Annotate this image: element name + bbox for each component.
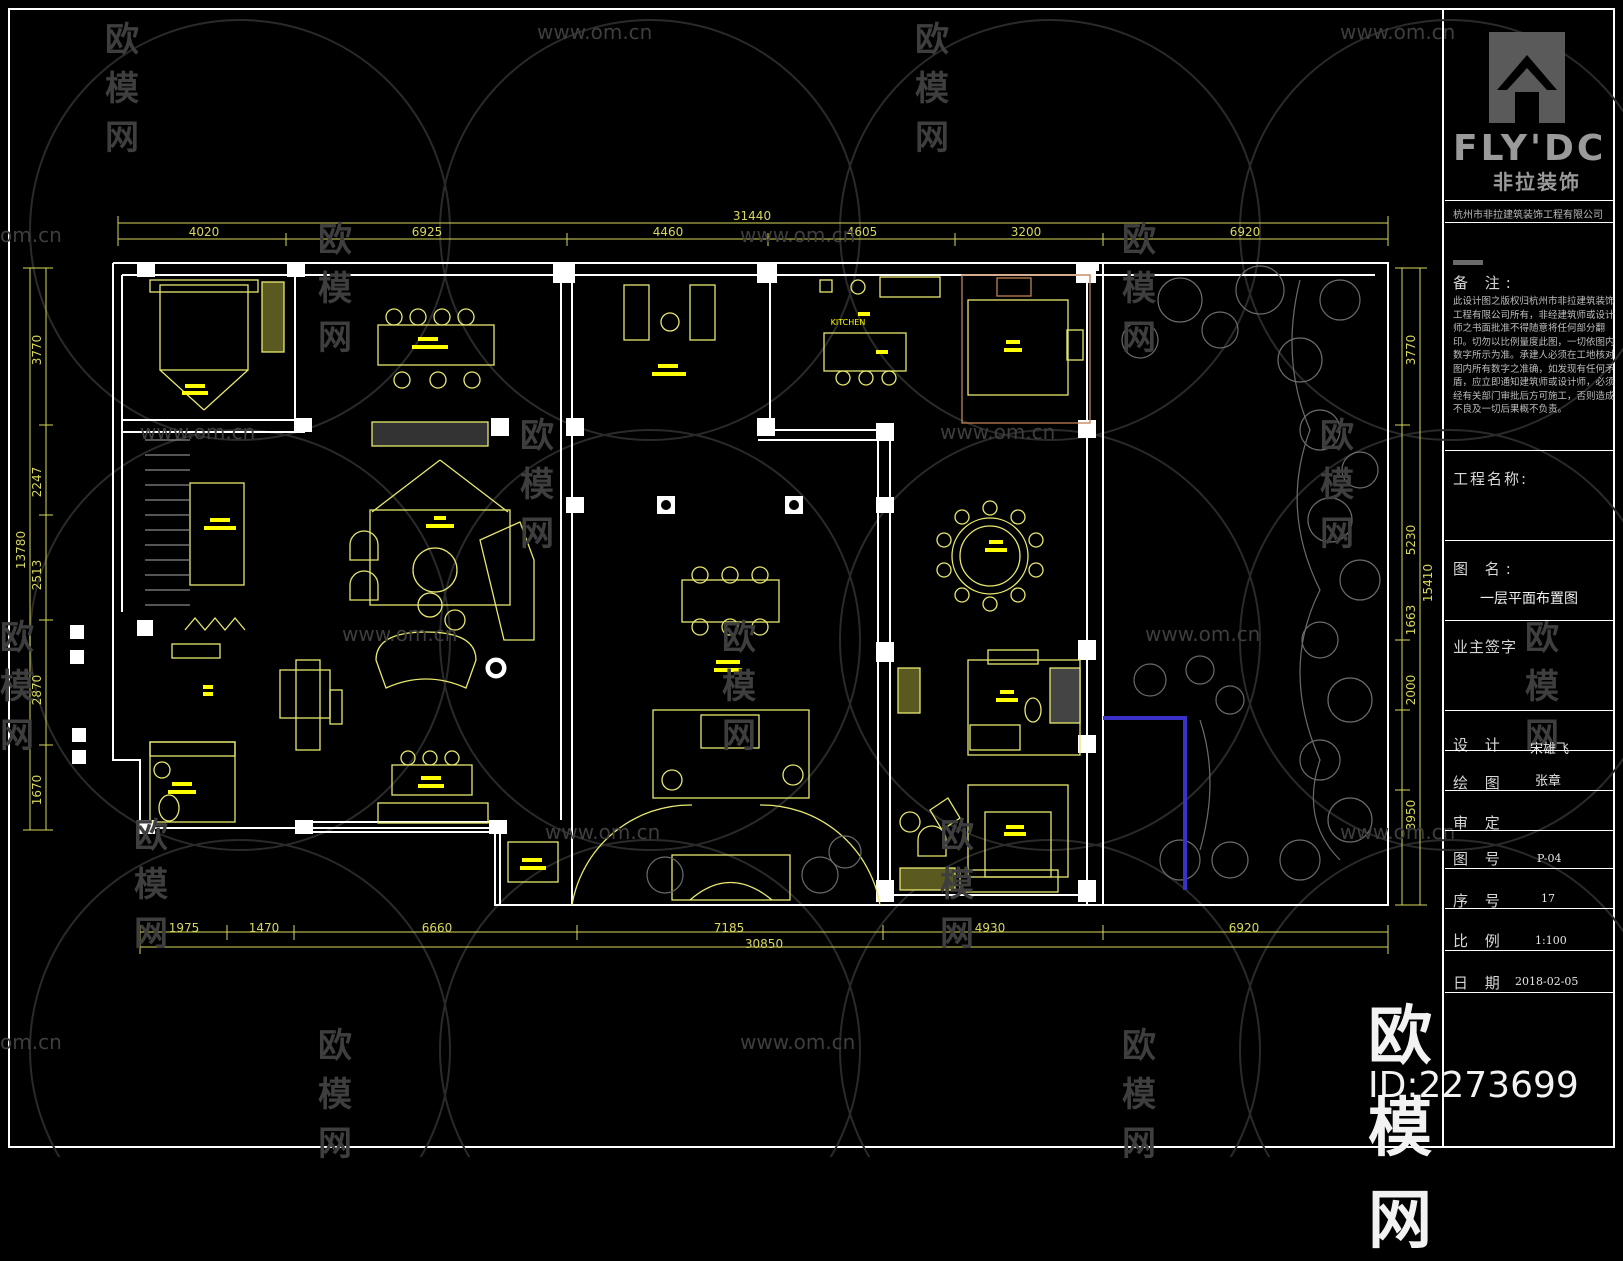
furniture <box>145 274 1091 906</box>
watermark-brand: 欧模网 <box>1320 416 1354 554</box>
dim-top-6: 6920 <box>1230 225 1261 239</box>
watermark-brand: 欧模网 <box>722 618 756 756</box>
brand-logo-icon <box>1489 32 1565 123</box>
watermark-site: www.om.cn <box>1340 820 1456 844</box>
watermark-brand: 欧模网 <box>940 816 974 954</box>
scale-label: 比 例 <box>1453 932 1506 950</box>
dim-bottom-5: 4930 <box>975 921 1006 935</box>
watermark-brand: 欧模网 <box>318 1026 352 1164</box>
notes-label: 备 注: <box>1453 274 1517 292</box>
watermark-site: www.om.cn <box>342 622 458 646</box>
dining-table-top <box>377 324 495 366</box>
pool-edge <box>1103 716 1187 890</box>
dim-left-2: 2247 <box>30 467 44 498</box>
scale-value: 1:100 <box>1535 934 1567 947</box>
dim-bottom-1: 1975 <box>169 921 200 935</box>
garden <box>646 265 1381 894</box>
review-label: 审 定 <box>1453 814 1506 832</box>
dimension-lines <box>23 216 1427 954</box>
watermark-site: www.om.cn <box>1145 622 1261 646</box>
watermark-id: ID:2273699 <box>1368 1065 1579 1106</box>
dim-left-5: 1670 <box>30 775 44 806</box>
watermark-site: www.om.cn <box>940 420 1056 444</box>
watermark-circles <box>29 19 1623 1157</box>
dim-bottom-6: 6920 <box>1229 921 1260 935</box>
dim-top-2: 6925 <box>412 225 443 239</box>
watermark-brand: 欧模网 <box>134 816 168 954</box>
watermark-site: www.om.cn <box>140 420 256 444</box>
drawing-name: 一层平面布置图 <box>1480 591 1578 607</box>
stairs-core <box>189 482 245 586</box>
dim-top-1: 4020 <box>189 225 220 239</box>
watermark-brand: 欧模网 <box>105 20 139 158</box>
draw-value: 张章 <box>1535 774 1562 789</box>
bed <box>159 284 249 371</box>
floor-plan: 31440 4020 6925 4460 4605 3200 6920 1975… <box>8 8 1623 1157</box>
watermark-brand: 欧模网 <box>1525 618 1559 756</box>
kitchen-label: KITCHEN <box>831 318 866 327</box>
watermark-site: www.om.cn <box>1340 20 1456 44</box>
dim-bottom-2: 1470 <box>249 921 280 935</box>
dim-right-1: 3770 <box>1404 335 1418 366</box>
walls <box>112 262 1389 906</box>
drawing-name-label: 图 名: <box>1453 560 1517 578</box>
number-value: P-04 <box>1537 852 1562 865</box>
company-name: 杭州市非拉建筑装饰工程有限公司 <box>1453 210 1603 221</box>
watermark-site: www.om.cn <box>740 223 856 247</box>
notes-text: 此设计图之版权归杭州市非拉建筑装饰工程有限公司所有，非经建筑师或设计师之书面批准… <box>1453 296 1615 415</box>
kitchen-island <box>823 332 907 372</box>
dim-right-3: 1663 <box>1404 605 1418 636</box>
dim-bottom-4: 7185 <box>714 921 745 935</box>
dim-top-4: 4605 <box>847 225 878 239</box>
dim-left-total: 13780 <box>14 531 28 569</box>
brand-name-cn: 非拉装饰 <box>1493 170 1581 194</box>
dim-left-3: 2513 <box>30 560 44 591</box>
dim-left-4: 2870 <box>30 675 44 706</box>
watermark-brand: 欧模网 <box>0 618 34 756</box>
dim-top-total: 31440 <box>733 209 771 223</box>
room-labels: KITCHEN <box>168 312 1026 870</box>
dim-right-5: 3950 <box>1404 800 1418 831</box>
seq-label: 序 号 <box>1453 892 1506 910</box>
watermark-site: om.cn <box>0 1030 62 1054</box>
title-block: FLY'DC 非拉装饰 杭州市非拉建筑装饰工程有限公司 备 注: 此设计图之版权… <box>1445 10 1615 1146</box>
dimension-texts: 31440 4020 6925 4460 4605 3200 6920 1975… <box>14 209 1435 951</box>
dim-left-1: 3770 <box>30 335 44 366</box>
dim-right-2: 5230 <box>1404 525 1418 556</box>
watermark-site: www.om.cn <box>545 820 661 844</box>
brand-name: FLY'DC <box>1453 128 1607 169</box>
watermark-site: www.om.cn <box>537 20 653 44</box>
dim-top-3: 4460 <box>653 225 684 239</box>
dim-bottom-3: 6660 <box>422 921 453 935</box>
watermark-big-brand: 欧模网 <box>1368 1000 1432 1258</box>
owner-label: 业主签字 <box>1453 638 1518 656</box>
dim-top-5: 3200 <box>1011 225 1042 239</box>
project-label: 工程名称: <box>1453 470 1529 488</box>
dim-right-4: 2000 <box>1404 675 1418 706</box>
design-label: 设 计 <box>1453 736 1506 754</box>
date-label: 日 期 <box>1453 974 1506 992</box>
date-value: 2018-02-05 <box>1515 975 1579 988</box>
watermark-brand: 欧模网 <box>915 20 949 158</box>
light-fixtures <box>485 496 803 679</box>
design-value: 宋雄飞 <box>1530 742 1570 757</box>
cad-drawing: 31440 4020 6925 4460 4605 3200 6920 1975… <box>0 8 1623 1258</box>
watermark-brand: 欧模网 <box>520 416 554 554</box>
watermark-brand: 欧模网 <box>1122 220 1156 358</box>
watermark-brand: 欧模网 <box>1122 1026 1156 1164</box>
columns <box>70 263 1096 902</box>
wardrobe-hatch <box>261 281 285 353</box>
watermark-site: om.cn <box>0 223 62 247</box>
number-label: 图 号 <box>1453 850 1506 868</box>
draw-label: 绘 图 <box>1453 774 1506 792</box>
drawing-frame <box>8 8 1615 1148</box>
watermark-brand: 欧模网 <box>318 220 352 358</box>
seq-value: 17 <box>1541 892 1555 905</box>
dim-right-total: 15410 <box>1421 564 1435 602</box>
dim-bottom-total: 30850 <box>745 937 783 951</box>
watermark-site: www.om.cn <box>740 1030 856 1054</box>
